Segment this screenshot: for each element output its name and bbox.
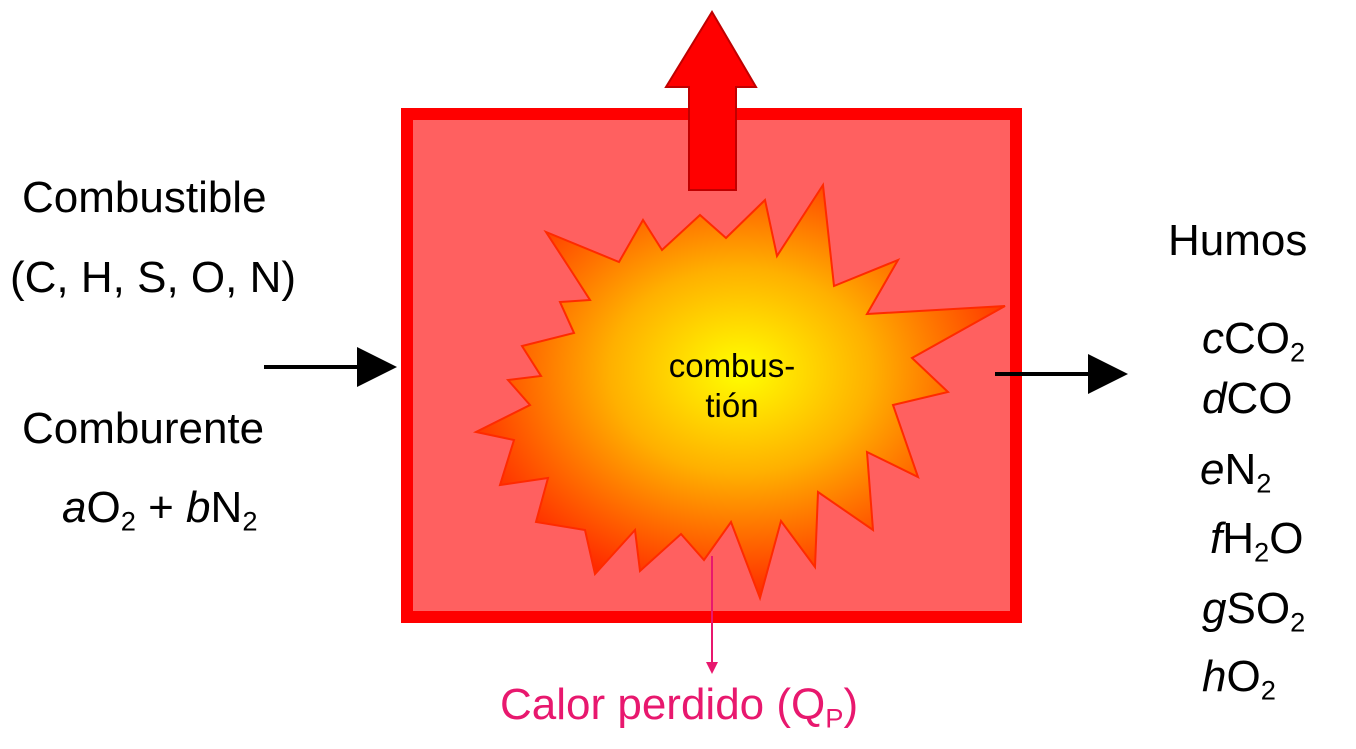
heat-loss-arrow-head: [706, 662, 718, 674]
flue-gas-species-2: eN2: [1200, 445, 1272, 499]
flue-gas-title: Humos: [1168, 216, 1308, 265]
flue-gas-species-3: fH2O: [1210, 514, 1304, 568]
heat-loss-label: Calor perdido (QP): [500, 680, 859, 734]
oxidizer-label: Comburente: [22, 404, 265, 453]
flame-burst: [472, 182, 1006, 602]
oxidizer-formula: aO2 + bN2: [62, 483, 258, 537]
flue-gas-species-4: gSO2: [1202, 584, 1306, 638]
flue-gas-species-1: dCO: [1202, 374, 1293, 423]
combustion-label-line1: combus-: [668, 347, 796, 384]
flue-gas-species-5: hO2: [1202, 652, 1276, 706]
combustion-label: combus- tión: [612, 346, 852, 425]
flue-gas-species-0: cCO2: [1202, 314, 1306, 368]
fuel-label: Combustible: [22, 173, 267, 222]
combustion-label-line2: tión: [705, 386, 759, 424]
fuel-elements: (C, H, S, O, N): [10, 253, 296, 302]
heat-output-arrow: [664, 10, 758, 191]
